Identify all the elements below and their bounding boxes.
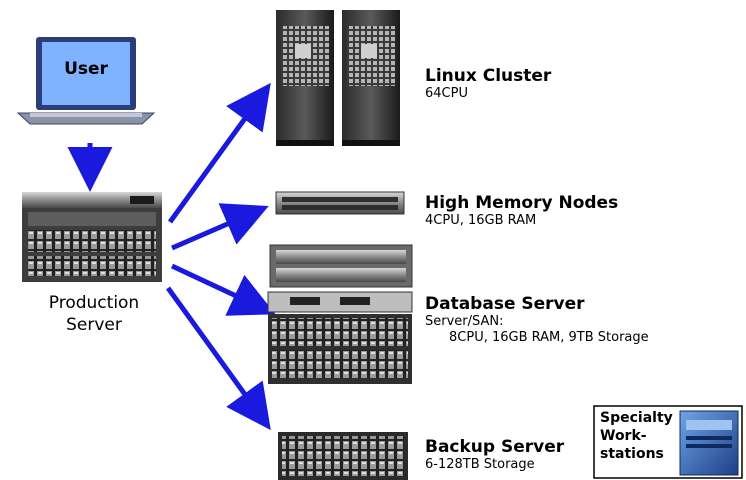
production-label-line2: Server (66, 315, 122, 335)
node-subtitle: Server/SAN: (425, 314, 504, 329)
arrow-to-high-memory (171, 203, 269, 251)
production-label-line1: Production (48, 293, 140, 313)
node-subtitle-detail: 8CPU, 16GB RAM, 9TB Storage (449, 330, 649, 345)
server-rack-icon (22, 192, 162, 282)
high-memory-caption: High Memory Nodes 4CPU, 16GB RAM (425, 193, 618, 229)
specialty-line2: Work- (600, 428, 647, 444)
node-title: Linux Cluster (425, 66, 552, 86)
backup-array-icon (278, 432, 408, 480)
node-subtitle: 6-128TB Storage (425, 457, 535, 472)
production-label: Production Server (14, 292, 174, 336)
specialty-label: Specialty Work- stations (600, 409, 673, 463)
arrow-to-database (170, 263, 276, 316)
linux-cluster-caption: Linux Cluster 64CPU (425, 66, 551, 102)
node-subtitle: 64CPU (425, 86, 468, 101)
rack-unit-icon (275, 191, 405, 215)
laptop-icon (16, 37, 156, 125)
database-caption: Database Server Server/SAN: 8CPU, 16GB R… (425, 294, 649, 346)
node-title: Backup Server (425, 437, 565, 457)
node-subtitle: 4CPU, 16GB RAM (425, 213, 537, 228)
user-label: User (64, 59, 108, 79)
backup-caption: Backup Server 6-128TB Storage (425, 437, 564, 473)
node-title: Database Server (425, 294, 585, 314)
workstation-tower-icon (679, 410, 739, 476)
tower-server-icon (276, 10, 400, 146)
specialty-line1: Specialty (600, 410, 673, 426)
node-title: High Memory Nodes (425, 193, 619, 213)
arrow-to-linux-cluster (167, 82, 271, 224)
arrow-to-backup (165, 286, 271, 431)
storage-array-icon (267, 244, 413, 384)
specialty-line3: stations (600, 446, 664, 462)
